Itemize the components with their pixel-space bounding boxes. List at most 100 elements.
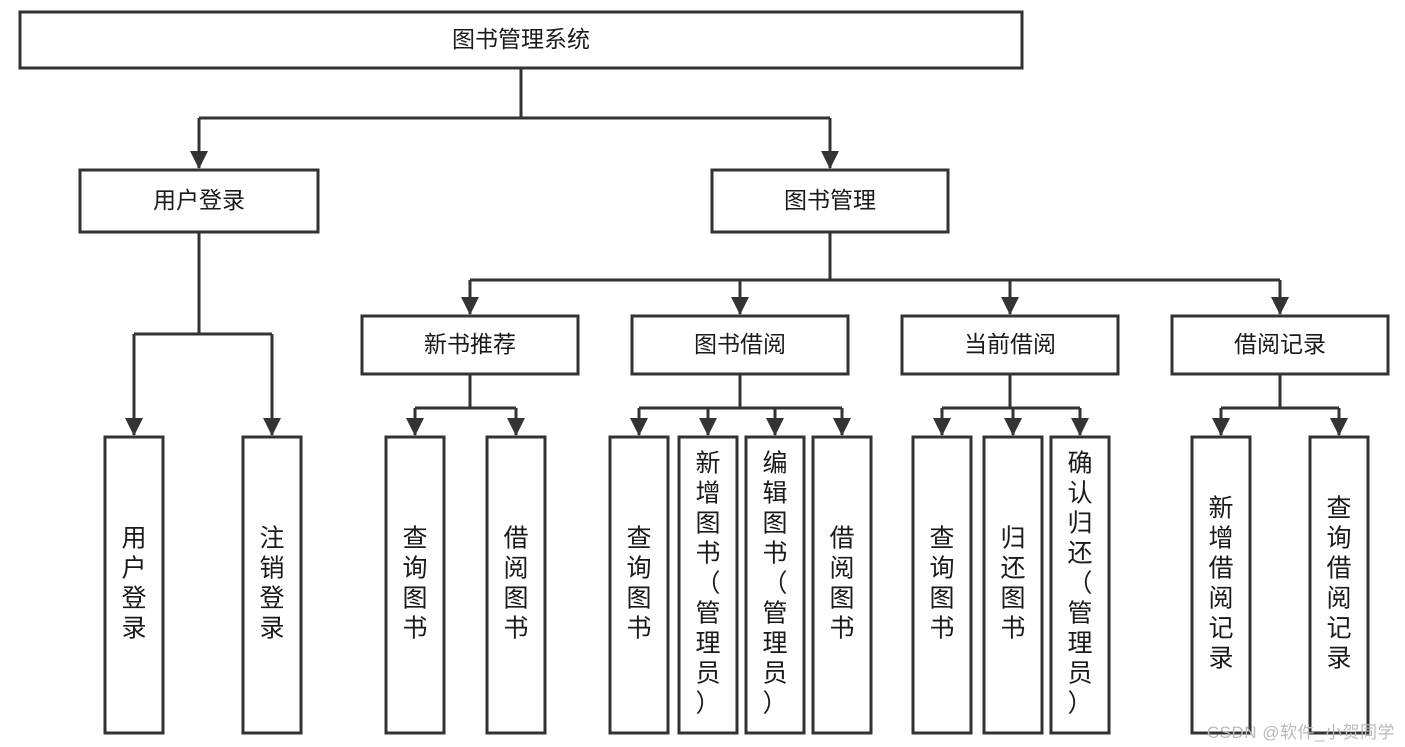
node-leaf-edit-book-admin-label-char: 管 bbox=[762, 600, 787, 628]
node-leaf-confirm-return-admin-label-char: 确 bbox=[1067, 450, 1092, 478]
node-leaf-confirm-return-admin-label-char: 认 bbox=[1067, 480, 1092, 508]
node-leaf-query-book-borrow-label-char: 询 bbox=[626, 555, 651, 583]
node-leaf-user-login-label-char: 录 bbox=[121, 615, 146, 643]
node-leaf-query-book-recommend-label-char: 图 bbox=[402, 585, 427, 613]
node-leaf-edit-book-admin-label-char: ） bbox=[762, 690, 787, 718]
node-leaf-query-book-borrow-box[interactable] bbox=[608, 435, 670, 735]
node-leaf-borrow-book-recommend-label-char: 图 bbox=[503, 585, 528, 613]
node-leaf-edit-book-admin-label-char: 编 bbox=[762, 450, 787, 478]
node-leaf-add-book-admin-label-char: 增 bbox=[695, 480, 720, 508]
arrow-head-icon bbox=[630, 418, 648, 436]
node-leaf-edit-book-admin-label-char: 理 bbox=[762, 630, 787, 658]
node-leaf-confirm-return-admin-label-char: 还 bbox=[1067, 540, 1092, 568]
node-leaf-query-book-recommend-label-char: 询 bbox=[402, 555, 427, 583]
node-leaf-add-borrow-record-box[interactable] bbox=[1190, 435, 1252, 735]
node-leaf-borrow-book-box[interactable] bbox=[811, 435, 873, 735]
node-user-login-box[interactable] bbox=[78, 168, 320, 234]
node-borrow-records[interactable]: 借阅记录 bbox=[1170, 314, 1390, 376]
node-leaf-query-borrow-record-box[interactable] bbox=[1308, 435, 1370, 735]
node-leaf-return-book-box[interactable] bbox=[982, 435, 1044, 735]
node-leaf-user-login[interactable]: 用户登录 bbox=[103, 435, 165, 735]
node-user-login-label: 用户登录 bbox=[153, 187, 245, 213]
node-leaf-confirm-return-admin-label-char: 理 bbox=[1067, 630, 1092, 658]
node-root-system[interactable]: 图书管理系统 bbox=[18, 10, 1024, 70]
node-current-borrow-box[interactable] bbox=[900, 314, 1120, 376]
node-leaf-borrow-book-recommend-box[interactable] bbox=[485, 435, 547, 735]
arrow-head-icon bbox=[1071, 418, 1089, 436]
node-new-book-recommend-box[interactable] bbox=[360, 314, 580, 376]
node-leaf-query-borrow-record-label-char: 录 bbox=[1326, 645, 1351, 673]
node-leaf-add-book-admin-label-char: 管 bbox=[695, 600, 720, 628]
node-leaf-add-book-admin-label-char: 员 bbox=[695, 660, 720, 688]
node-root-system-box[interactable] bbox=[18, 10, 1024, 70]
node-leaf-edit-book-admin-label-char: 辑 bbox=[762, 480, 787, 508]
arrow-head-icon bbox=[263, 418, 281, 436]
node-leaf-logout-box[interactable] bbox=[241, 435, 303, 735]
node-book-borrow-box[interactable] bbox=[630, 314, 850, 376]
node-leaf-logout-label-char: 登 bbox=[259, 585, 284, 613]
node-new-book-recommend[interactable]: 新书推荐 bbox=[360, 314, 580, 376]
node-leaf-query-book-recommend-box[interactable] bbox=[384, 435, 446, 735]
node-leaf-query-book-current-label-char: 询 bbox=[929, 555, 954, 583]
node-leaf-edit-book-admin-label-char: 图 bbox=[762, 510, 787, 538]
node-leaf-add-book-admin-box[interactable] bbox=[677, 435, 739, 735]
node-leaf-return-book-label-char: 还 bbox=[1000, 555, 1025, 583]
node-leaf-query-book-recommend-label-char: 查 bbox=[402, 525, 427, 553]
node-current-borrow[interactable]: 当前借阅 bbox=[900, 314, 1120, 376]
arrow-head-icon bbox=[1001, 297, 1019, 315]
arrow-head-icon bbox=[833, 418, 851, 436]
node-leaf-user-login-label-char: 户 bbox=[121, 555, 146, 583]
node-leaf-borrow-book-label-char: 借 bbox=[829, 525, 854, 553]
node-leaf-return-book-label-char: 图 bbox=[1000, 585, 1025, 613]
node-leaf-query-book-current-label-char: 书 bbox=[929, 615, 954, 643]
arrow-head-icon bbox=[699, 418, 717, 436]
node-leaf-add-borrow-record-label-char: 阅 bbox=[1208, 585, 1233, 613]
node-leaf-add-borrow-record-label-char: 新 bbox=[1208, 495, 1233, 523]
arrow-head-icon bbox=[821, 151, 839, 169]
node-leaf-user-login-label-char: 用 bbox=[121, 525, 146, 553]
node-leaf-query-book-borrow-label-char: 查 bbox=[626, 525, 651, 553]
node-leaf-confirm-return-admin-label-char: 管 bbox=[1067, 600, 1092, 628]
node-leaf-confirm-return-admin-label-char: ） bbox=[1067, 690, 1092, 718]
node-leaf-add-borrow-record-label-char: 借 bbox=[1208, 555, 1233, 583]
node-leaf-logout-label-char: 销 bbox=[259, 555, 284, 583]
arrow-head-icon bbox=[1271, 297, 1289, 315]
node-leaf-user-login-box[interactable] bbox=[103, 435, 165, 735]
node-leaf-edit-book-admin-box[interactable] bbox=[744, 435, 806, 735]
arrow-head-icon bbox=[731, 297, 749, 315]
node-new-book-recommend-label: 新书推荐 bbox=[424, 331, 516, 357]
node-leaf-logout-label-char: 录 bbox=[259, 615, 284, 643]
node-leaf-edit-book-admin-label-char: 员 bbox=[762, 660, 787, 688]
node-current-borrow-label: 当前借阅 bbox=[964, 331, 1056, 357]
node-leaf-query-book-current-box[interactable] bbox=[911, 435, 973, 735]
arrow-head-icon bbox=[507, 418, 525, 436]
node-leaf-query-borrow-record-label-char: 阅 bbox=[1326, 585, 1351, 613]
arrow-head-icon bbox=[406, 418, 424, 436]
node-user-login[interactable]: 用户登录 bbox=[78, 168, 320, 234]
node-leaf-query-borrow-record-label-char: 询 bbox=[1326, 525, 1351, 553]
node-book-management[interactable]: 图书管理 bbox=[710, 168, 950, 234]
node-leaf-confirm-return-admin-box[interactable] bbox=[1049, 435, 1111, 735]
node-book-borrow[interactable]: 图书借阅 bbox=[630, 314, 850, 376]
node-book-management-box[interactable] bbox=[710, 168, 950, 234]
node-leaf-query-borrow-record-label-char: 查 bbox=[1326, 495, 1351, 523]
node-leaf-add-book-admin-label-char: （ bbox=[695, 570, 720, 598]
node-leaf-add-borrow-record-label-char: 录 bbox=[1208, 645, 1233, 673]
arrow-head-icon bbox=[933, 418, 951, 436]
node-leaf-borrow-book-label-char: 图 bbox=[829, 585, 854, 613]
arrow-head-icon bbox=[461, 297, 479, 315]
node-borrow-records-box[interactable] bbox=[1170, 314, 1390, 376]
